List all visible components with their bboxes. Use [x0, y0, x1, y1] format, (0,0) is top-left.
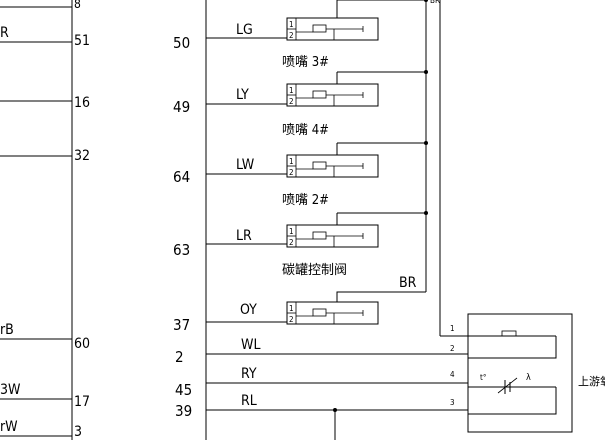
row-number: 64	[173, 168, 190, 186]
left-terminal: 3	[74, 424, 82, 440]
valve-row: 37 OY 1 2	[173, 301, 379, 334]
lambda-mark: λ	[526, 373, 531, 383]
relay-pin: 1	[289, 157, 294, 166]
bus-label: BR	[399, 275, 417, 291]
switch-pin: 2	[450, 344, 455, 353]
row-number: 50	[173, 34, 190, 52]
left-wire-label: rW	[0, 419, 18, 435]
injector-row: 49 LY 1 2	[173, 72, 379, 116]
junction-dot	[424, 211, 428, 215]
wire-label: RY	[241, 366, 257, 382]
wire-label: LY	[236, 87, 249, 103]
lower-wires: WL 2 2 RY 45 4 RL 39 3	[175, 337, 468, 440]
wire-label: LG	[236, 22, 253, 38]
row-number: 45	[175, 381, 192, 399]
heater-icon	[501, 330, 517, 337]
relay-pin: 2	[289, 238, 294, 247]
left-terminal: 51	[74, 33, 90, 49]
bus-tap	[336, 291, 426, 302]
left-terminal: 16	[74, 95, 90, 111]
junction-dot	[424, 70, 428, 74]
sensor-loop	[468, 387, 557, 415]
injector-row: 63 LR 1 2	[173, 213, 379, 259]
sensor-box	[467, 313, 573, 433]
wire-label: WL	[241, 337, 260, 353]
row-number: 39	[175, 402, 192, 420]
relay-pin: 1	[289, 86, 294, 95]
oxygen-sensor: 1 t° λ 上游氧	[440, 313, 605, 433]
injector-coil-icon	[312, 24, 327, 33]
component-label: 喷嘴 3#	[282, 55, 329, 70]
switch-pin: 4	[450, 370, 455, 379]
component-label: 喷嘴 2#	[282, 193, 329, 208]
left-terminal: 17	[74, 394, 90, 410]
injector-row: 64 LW 1 2	[173, 143, 379, 186]
left-terminal: 8	[74, 0, 81, 11]
heater-loop	[468, 336, 557, 359]
left-wire-label: R	[0, 25, 9, 41]
left-wire-label: rB	[0, 322, 14, 338]
left-wire-label: 3W	[0, 382, 21, 398]
switch-pin: 3	[450, 398, 455, 407]
valve-coil-icon	[312, 308, 327, 317]
relay-pin: 2	[289, 168, 294, 177]
wire-label: LR	[236, 228, 252, 244]
switch-pin: 1	[450, 324, 455, 333]
wire-label: OY	[240, 302, 257, 318]
relay-pin: 1	[289, 227, 294, 236]
relay-pin: 1	[289, 20, 294, 29]
injector-coil-icon	[312, 231, 327, 240]
relay-pin: 2	[289, 31, 294, 40]
injector-coil-icon	[312, 161, 327, 170]
component-label: 喷嘴 4#	[282, 123, 329, 138]
left-terminal: 32	[74, 148, 90, 164]
component-label: 碳罐控制阀	[282, 263, 347, 278]
wire-label: RL	[241, 393, 257, 409]
junction-dot	[424, 0, 428, 2]
left-panel: 8 51 16 32 60 17 3 R rB 3W rW	[0, 0, 90, 440]
row-number: 2	[175, 348, 184, 366]
row-number: 63	[173, 241, 190, 259]
sensor-label: 上游氧	[578, 374, 605, 388]
relay-pin: 2	[289, 97, 294, 106]
wire-label: LW	[236, 157, 255, 173]
bus-br-top-label: BR	[430, 0, 440, 5]
row-number: 37	[173, 316, 190, 334]
left-terminal: 60	[74, 336, 90, 352]
relay-pin: 2	[289, 315, 294, 324]
relay-pin: 1	[289, 304, 294, 313]
row-number: 49	[173, 98, 190, 116]
injector-row: 50 LG 1 2	[173, 0, 379, 52]
junction-dot	[424, 141, 428, 145]
injector-coil-icon	[312, 90, 327, 99]
temp-mark: t°	[480, 373, 486, 382]
